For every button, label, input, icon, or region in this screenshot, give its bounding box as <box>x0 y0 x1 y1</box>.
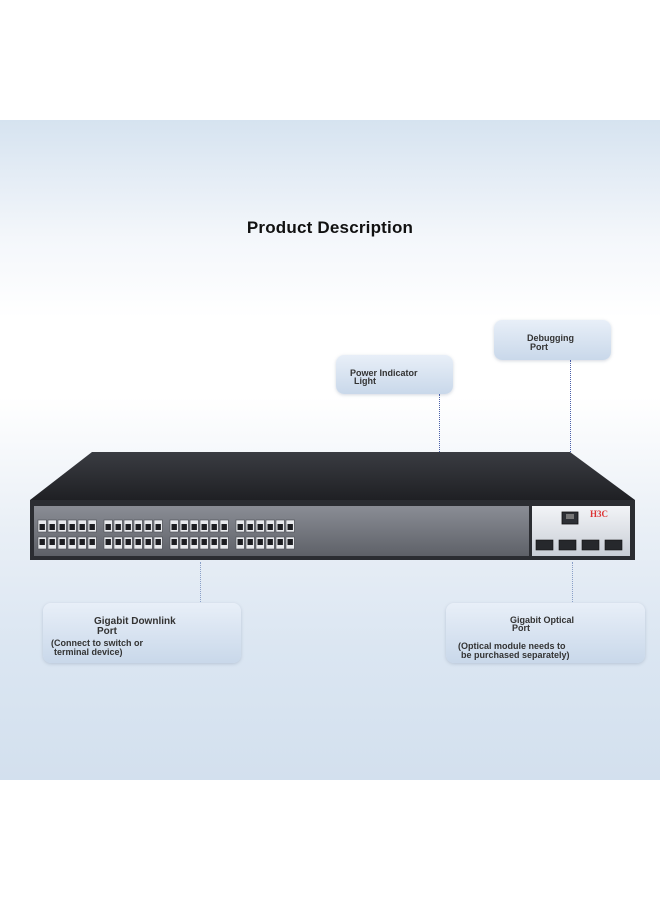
rj45-port-socket <box>155 539 161 545</box>
rj45-port-socket <box>49 539 55 545</box>
rj45-port-socket <box>211 524 217 530</box>
sfp-port-group <box>535 539 623 551</box>
callout-label: Gigabit Downlink <box>94 616 176 627</box>
rj45-port-socket <box>105 524 111 530</box>
rj45-port-socket <box>247 539 253 545</box>
callout-power-indicator: Power Indicator Light <box>336 355 453 394</box>
rj45-port-socket <box>221 539 227 545</box>
leader-debug <box>570 360 571 510</box>
callout-label: Port <box>512 623 530 633</box>
chassis-top <box>30 452 635 500</box>
callout-label: Power Indicator <box>350 368 418 378</box>
rj45-port-socket <box>89 539 95 545</box>
rj45-port-socket <box>39 539 45 545</box>
rj45-port-socket <box>257 539 263 545</box>
rj45-port-socket <box>287 539 293 545</box>
rj45-port-socket <box>181 524 187 530</box>
rj45-port-socket <box>191 539 197 545</box>
rj45-port-socket <box>79 524 85 530</box>
rj45-port-socket <box>267 524 273 530</box>
rj45-port-socket <box>221 524 227 530</box>
network-switch <box>30 452 635 560</box>
rj45-port-socket <box>59 539 65 545</box>
page-title: Product Description <box>246 218 414 237</box>
sfp-port <box>604 539 623 551</box>
rj45-port-socket <box>171 524 177 530</box>
callout-label: Gigabit Optical <box>510 615 575 625</box>
rj45-port-socket <box>201 539 207 545</box>
rj45-port-socket <box>267 539 273 545</box>
rj45-port-socket <box>181 539 187 545</box>
rj45-port-socket <box>135 524 141 530</box>
rj45-port-socket <box>237 539 243 545</box>
leader-downlink <box>200 562 201 602</box>
rj45-port-socket <box>257 524 263 530</box>
rj45-port-socket <box>69 524 75 530</box>
rj45-port-socket <box>145 524 151 530</box>
rj45-port-socket <box>89 524 95 530</box>
leader-optical <box>572 562 573 602</box>
callout-label: Debugging <box>527 333 574 343</box>
sfp-port <box>558 539 577 551</box>
rj45-port-socket <box>277 539 283 545</box>
rj45-port-socket <box>171 539 177 545</box>
rj45-port-socket <box>115 539 121 545</box>
rj45-port-socket <box>59 524 65 530</box>
rj45-port-socket <box>237 524 243 530</box>
callout-debugging-port: Debugging Port <box>494 320 611 360</box>
rj45-port-socket <box>69 539 75 545</box>
callout-label: Light <box>354 376 376 386</box>
callout-note: (Connect to switch or <box>51 638 143 648</box>
rj45-port-socket <box>211 539 217 545</box>
sfp-port <box>581 539 600 551</box>
callout-note: be purchased separately) <box>461 650 570 660</box>
rj45-port-socket <box>191 524 197 530</box>
rj45-port-socket <box>145 539 151 545</box>
rj45-port-socket <box>125 524 131 530</box>
callout-note: (Optical module needs to <box>458 641 566 651</box>
rj45-port-socket <box>247 524 253 530</box>
callout-label: Port <box>530 342 548 352</box>
rj45-port-socket <box>79 539 85 545</box>
rj45-port-socket <box>115 524 121 530</box>
rj45-port-group <box>37 519 295 550</box>
callout-gigabit-optical: Gigabit Optical Port (Optical module nee… <box>446 603 645 663</box>
sfp-port <box>535 539 554 551</box>
rj45-port-socket <box>105 539 111 545</box>
callout-note: terminal device) <box>54 647 123 657</box>
rj45-port-socket <box>287 524 293 530</box>
rj45-port-socket <box>201 524 207 530</box>
rj45-port-socket <box>135 539 141 545</box>
callout-label: Port <box>97 626 117 637</box>
background-panel <box>0 120 660 780</box>
brand-logo: H3C <box>590 509 608 519</box>
leader-power <box>439 394 440 508</box>
rj45-port-socket <box>155 524 161 530</box>
rj45-port-socket <box>49 524 55 530</box>
rj45-port-socket <box>39 524 45 530</box>
rj45-port-socket <box>277 524 283 530</box>
callout-gigabit-downlink: Gigabit Downlink Port (Connect to switch… <box>43 603 241 663</box>
rj45-port-socket <box>125 539 131 545</box>
